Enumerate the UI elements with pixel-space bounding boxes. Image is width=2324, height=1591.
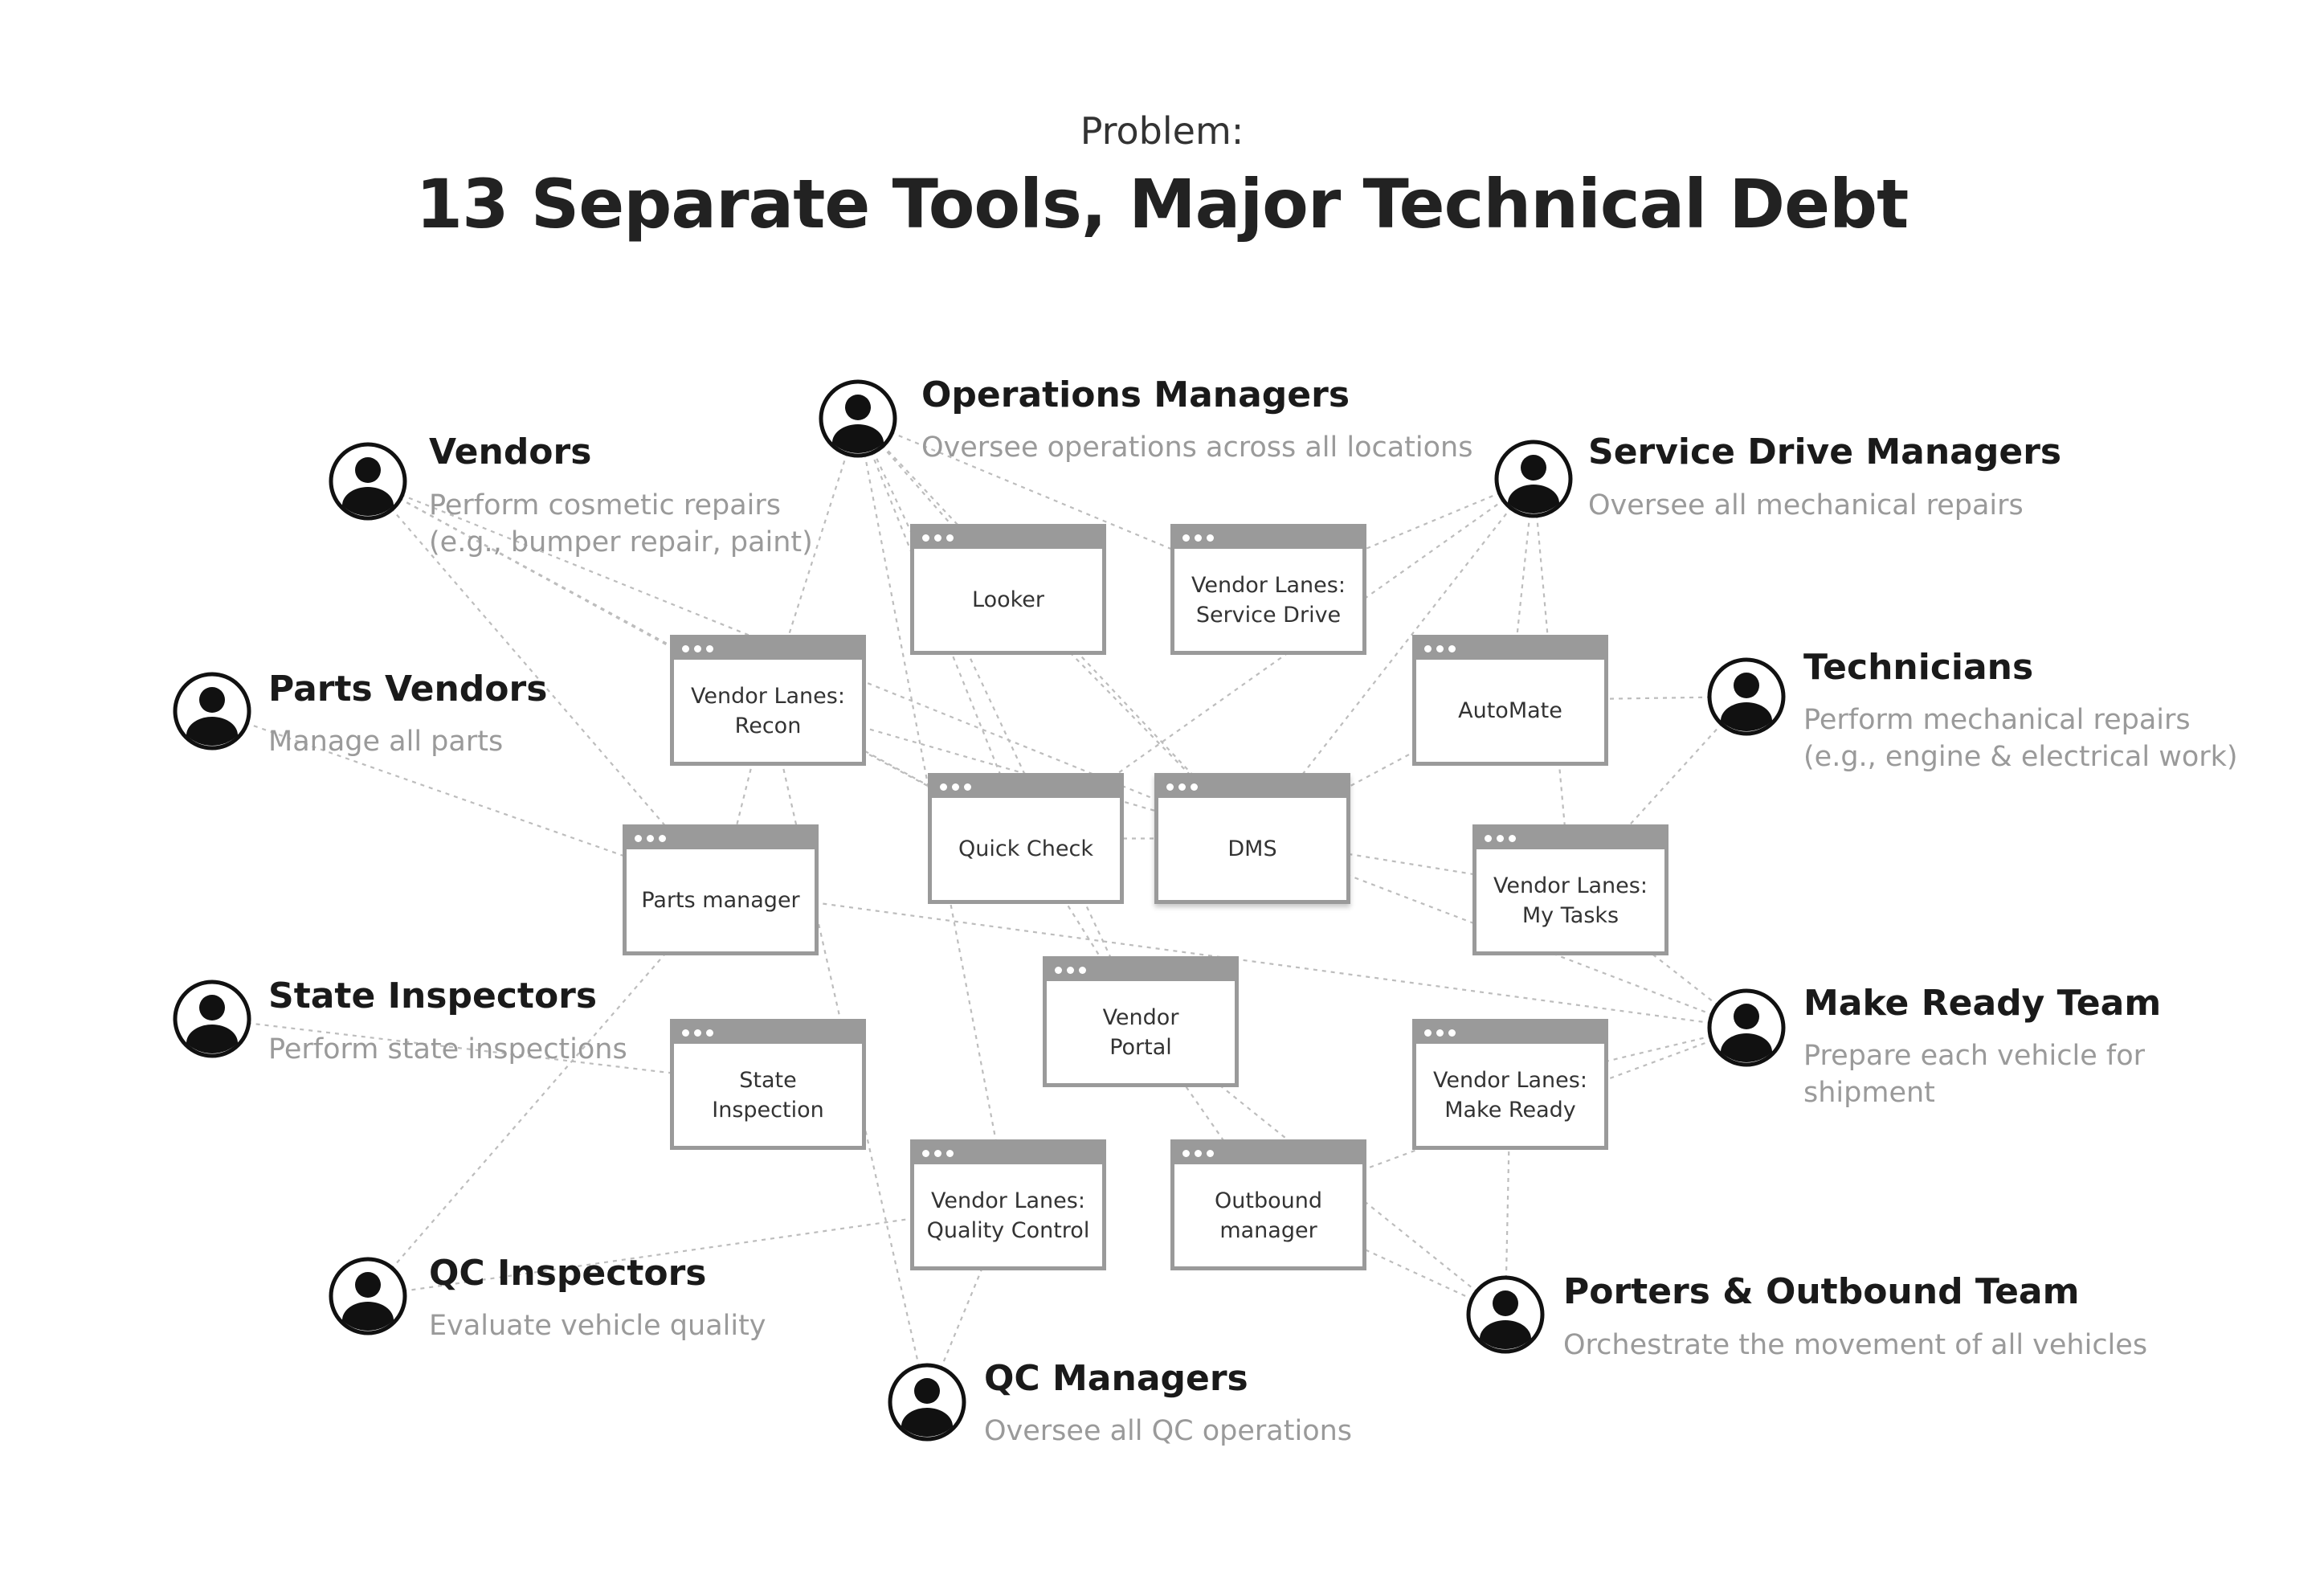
persona-service-drive-managers: Service Drive Managers xyxy=(1588,431,2062,472)
persona-parts-vendors: Parts Vendors xyxy=(268,669,548,710)
window-dots-icon xyxy=(1055,967,1095,975)
persona-description: Orchestrate the movement of all vehicles xyxy=(1563,1329,2148,1361)
tool-label: Quick Check xyxy=(958,836,1093,861)
window-titlebar xyxy=(932,777,1120,798)
person-icon xyxy=(1707,657,1786,736)
tool-label: Vendor Lanes: Service Drive xyxy=(1191,572,1346,628)
window-titlebar xyxy=(1174,528,1362,549)
tool-label: Parts manager xyxy=(641,888,800,913)
connection-line xyxy=(211,710,721,891)
person-icon xyxy=(1494,440,1573,518)
tool-label: Vendor Lanes: My Tasks xyxy=(1493,873,1648,928)
tool-label: DMS xyxy=(1227,836,1277,861)
tool-label: Outbound manager xyxy=(1215,1188,1322,1243)
persona-description: Evaluate vehicle quality xyxy=(429,1310,766,1342)
tool-vendor-lanes-make-ready: Vendor Lanes: Make Ready xyxy=(1412,1019,1608,1150)
tool-dms: DMS xyxy=(1154,773,1350,904)
window-titlebar xyxy=(674,1023,862,1044)
person-icon xyxy=(1707,988,1786,1067)
tool-vendor-portal: Vendor Portal xyxy=(1043,956,1239,1087)
persona-description: Perform mechanical repairs (e.g., engine… xyxy=(1803,704,2238,773)
persona-technicians: Technicians xyxy=(1803,647,2034,688)
tool-label: State Inspection xyxy=(712,1067,824,1123)
diagram-title: 13 Separate Tools, Major Technical Debt xyxy=(415,165,1909,243)
persona-description: Oversee all mechanical repairs xyxy=(1588,489,2024,521)
tool-label: Vendor Lanes: Make Ready xyxy=(1433,1067,1587,1123)
person-icon xyxy=(173,980,251,1058)
persona-description: Oversee operations across all locations xyxy=(921,431,1473,464)
connection-line xyxy=(367,1204,1009,1298)
window-titlebar xyxy=(1476,828,1664,849)
tool-vendor-lanes-recon: Vendor Lanes: Recon xyxy=(670,635,866,766)
window-dots-icon xyxy=(1424,1029,1464,1037)
person-icon xyxy=(1466,1275,1545,1354)
connection-line xyxy=(367,889,721,1297)
persona-description: Prepare each vehicle for shipment xyxy=(1803,1040,2146,1109)
window-titlebar xyxy=(1174,1143,1362,1164)
window-titlebar xyxy=(627,828,815,849)
connection-line xyxy=(367,481,721,891)
window-dots-icon xyxy=(1182,534,1223,542)
persona-qc-managers: QC Managers xyxy=(984,1358,1248,1399)
persona-make-ready-team: Make Ready Team xyxy=(1803,983,2162,1024)
window-dots-icon xyxy=(682,645,722,653)
window-titlebar xyxy=(1047,960,1235,981)
tool-label: Vendor Portal xyxy=(1102,1004,1179,1060)
window-titlebar xyxy=(1416,1023,1604,1044)
tool-quick-check: Quick Check xyxy=(928,773,1124,904)
person-icon xyxy=(819,379,897,458)
tool-label: Looker xyxy=(972,587,1044,612)
window-titlebar xyxy=(914,1143,1102,1164)
persona-description: Oversee all QC operations xyxy=(984,1415,1353,1447)
connection-line xyxy=(857,418,1253,840)
window-titlebar xyxy=(914,528,1102,549)
diagram-subtitle: Problem: xyxy=(1080,109,1244,153)
persona-vendors: Vendors xyxy=(429,431,592,472)
persona-state-inspectors: State Inspectors xyxy=(268,975,598,1016)
tool-vendor-lanes-my-tasks: Vendor Lanes: My Tasks xyxy=(1472,824,1668,955)
tool-label: Vendor Lanes: Quality Control xyxy=(926,1188,1090,1243)
person-icon xyxy=(329,1257,407,1335)
window-titlebar xyxy=(1416,639,1604,660)
tool-parts-manager: Parts manager xyxy=(623,824,819,955)
persona-description: Perform cosmetic repairs (e.g., bumper r… xyxy=(429,489,813,558)
persona-porters-outbound-team: Porters & Outbound Team xyxy=(1563,1271,2080,1312)
persona-description: Manage all parts xyxy=(268,726,504,758)
tool-looker: Looker xyxy=(910,524,1106,655)
window-dots-icon xyxy=(635,835,675,843)
connection-line xyxy=(857,418,1142,1022)
person-icon xyxy=(173,672,251,751)
window-dots-icon xyxy=(682,1029,722,1037)
persona-qc-inspectors: QC Inspectors xyxy=(429,1253,707,1294)
tool-label: AutoMate xyxy=(1458,698,1562,723)
person-icon xyxy=(888,1363,966,1442)
tool-label: Vendor Lanes: Recon xyxy=(691,683,845,738)
tool-automate: AutoMate xyxy=(1412,635,1608,766)
window-dots-icon xyxy=(1424,645,1464,653)
window-dots-icon xyxy=(922,534,962,542)
window-titlebar xyxy=(674,639,862,660)
person-icon xyxy=(329,442,407,521)
tool-vendor-lanes-service-drive: Vendor Lanes: Service Drive xyxy=(1170,524,1366,655)
window-dots-icon xyxy=(922,1150,962,1158)
window-titlebar xyxy=(1158,777,1346,798)
tool-outbound-manager: Outbound manager xyxy=(1170,1139,1366,1270)
connection-line xyxy=(857,417,1269,591)
window-dots-icon xyxy=(1485,835,1525,843)
tool-state-inspection: State Inspection xyxy=(670,1019,866,1150)
tool-vendor-lanes-quality-control: Vendor Lanes: Quality Control xyxy=(910,1139,1106,1270)
window-dots-icon xyxy=(940,783,980,791)
persona-description: Perform state inspections xyxy=(268,1033,627,1065)
window-dots-icon xyxy=(1182,1150,1223,1158)
connection-line xyxy=(1025,478,1534,840)
window-dots-icon xyxy=(1166,783,1207,791)
persona-operations-managers: Operations Managers xyxy=(921,374,1350,415)
